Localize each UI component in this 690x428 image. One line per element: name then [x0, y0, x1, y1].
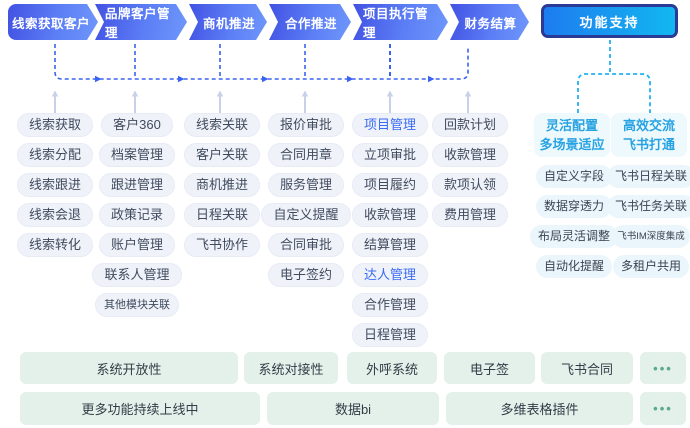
- capability-box: 数据bi: [267, 392, 439, 425]
- column-finance: 回款计划收款管理款项认领费用管理: [415, 113, 525, 227]
- capability-box: 更多功能持续上线中: [20, 392, 260, 425]
- feature-pill: 项目管理: [351, 113, 428, 137]
- feature-pill: 商机推进: [183, 173, 260, 197]
- support-pill: 自定义字段: [535, 165, 612, 188]
- feature-pill: 账户管理: [98, 233, 175, 257]
- feature-pill: 结算管理: [351, 233, 428, 257]
- feature-pill: 跟进管理: [98, 173, 175, 197]
- feature-pill: 档案管理: [98, 143, 175, 167]
- support-pill: 自动化提醒: [535, 255, 612, 278]
- support-pill: 飞书日程关联: [607, 165, 690, 188]
- flow-stage-3: 商机推进: [189, 4, 267, 40]
- feature-pill: 客户关联: [183, 143, 260, 167]
- feature-pill: 项目履约: [351, 173, 428, 197]
- feature-pill: 政策记录: [98, 203, 175, 227]
- more-box: •••: [640, 392, 686, 425]
- support-title-line: 飞书打通: [622, 137, 675, 152]
- feature-pill: 合同用章: [267, 143, 344, 167]
- capability-box: 系统开放性: [20, 352, 238, 384]
- support-button: 功能支持: [541, 4, 678, 38]
- feature-pill: 费用管理: [431, 203, 508, 227]
- feature-pill: 款项认领: [431, 173, 508, 197]
- support-pill: 布局灵活调整: [530, 225, 619, 248]
- support-group-items-2: 飞书日程关联飞书任务关联飞书IM深度集成多租户共用: [607, 165, 690, 278]
- feature-pill: 日程关联: [183, 203, 260, 227]
- column-lead-acquisition: 线索获取线索分配线索跟进线索会退线索转化: [0, 113, 110, 257]
- capability-box: 系统对接性: [244, 352, 338, 384]
- feature-pill: 立项审批: [351, 143, 428, 167]
- support-button-label: 功能支持: [544, 7, 675, 35]
- capability-box: 电子签: [444, 352, 535, 384]
- feature-pill: 线索跟进: [16, 173, 93, 197]
- support-title-line: 灵活配置: [545, 118, 598, 133]
- feature-pill: 线索关联: [183, 113, 260, 137]
- support-group-title-1: 灵活配置多场景适应: [534, 113, 610, 157]
- feature-pill: 客户360: [101, 113, 173, 137]
- feature-pill: 电子签约: [267, 263, 344, 287]
- flow-bracket-line: [54, 44, 469, 80]
- capability-box: 飞书合同: [541, 352, 633, 384]
- flow-stage-4: 合作推进: [269, 4, 351, 40]
- feature-pill: 收款管理: [431, 143, 508, 167]
- feature-pill: 日程管理: [351, 323, 428, 347]
- flow-arrowheads: [95, 75, 435, 83]
- capability-box: 外呼系统: [347, 352, 437, 384]
- flow-stage-2: 品牌客户管理: [95, 4, 187, 40]
- support-group-title-2: 高效交流飞书打通: [611, 113, 687, 157]
- feature-pill: 收款管理: [351, 203, 428, 227]
- support-title-line: 多场景适应: [539, 137, 605, 152]
- feature-pill: 合作管理: [351, 293, 428, 317]
- column-brand-customer: 客户360 档案管理跟进管理政策记录账户管理联系人管理其他模块关联: [82, 113, 192, 317]
- flow-stage-1: 线索获取客户: [8, 4, 98, 40]
- feature-pill: 服务管理: [267, 173, 344, 197]
- support-pill: 飞书IM深度集成: [612, 225, 690, 248]
- feature-pill: 其他模块关联: [95, 293, 179, 317]
- flow-stage-6: 财务结算: [450, 4, 529, 40]
- support-title-line: 高效交流: [622, 118, 675, 133]
- capability-box: 多维表格插件: [446, 392, 633, 425]
- column-opportunity: 线索关联客户关联商机推进日程关联飞书协作: [167, 113, 277, 257]
- feature-pill: 自定义提醒: [261, 203, 351, 227]
- feature-pill: 合同审批: [267, 233, 344, 257]
- support-bracket-line: [577, 73, 651, 113]
- feature-pill: 达人管理: [351, 263, 428, 287]
- support-pill: 多租户共用: [612, 255, 689, 278]
- feature-pill: 联系人管理: [92, 263, 182, 287]
- support-group-items-1: 自定义字段数据穿透力布局灵活调整自动化提醒: [530, 165, 619, 278]
- column-arrows: [51, 90, 472, 113]
- feature-pill: 回款计划: [431, 113, 508, 137]
- more-box: •••: [640, 352, 686, 384]
- column-cooperation: 报价审批合同用章服务管理自定义提醒合同审批电子签约: [251, 113, 361, 287]
- feature-pill: 线索获取: [16, 113, 93, 137]
- support-pill: 飞书任务关联: [607, 195, 690, 218]
- feature-pill: 飞书协作: [183, 233, 260, 257]
- support-pill: 数据穿透力: [535, 195, 612, 218]
- flow-stage-5: 项目执行管理: [353, 4, 448, 40]
- feature-pill: 线索会退: [16, 203, 93, 227]
- feature-pill: 线索转化: [16, 233, 93, 257]
- feature-pill: 报价审批: [267, 113, 344, 137]
- feature-pill: 线索分配: [16, 143, 93, 167]
- column-project-execution: 项目管理立项审批项目履约收款管理结算管理达人管理合作管理日程管理: [335, 113, 445, 347]
